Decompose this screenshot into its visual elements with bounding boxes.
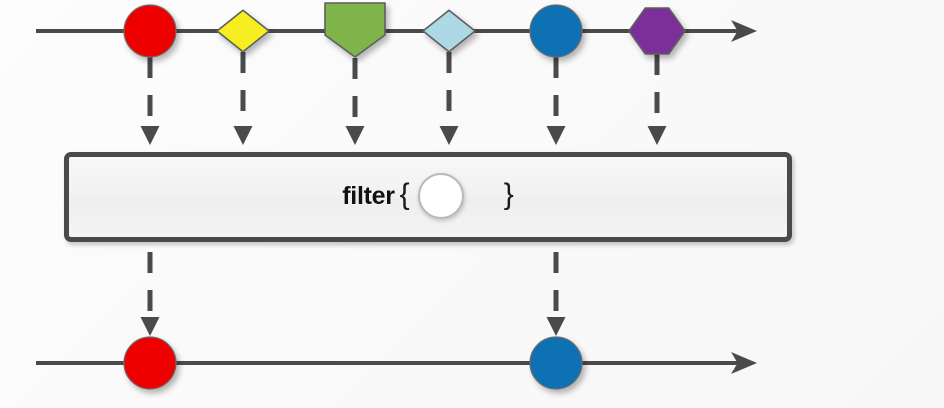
connector-to-filter-3-arrowhead-icon bbox=[345, 126, 365, 145]
connector-from-filter-1-arrowhead-icon bbox=[140, 317, 160, 336]
connector-to-filter-4-arrowhead-icon bbox=[439, 126, 459, 145]
connector-from-filter-2-arrowhead-icon bbox=[546, 317, 566, 336]
source-m3-pentagon-marble[interactable] bbox=[324, 2, 386, 58]
source-m6-hexagon-marble[interactable] bbox=[628, 7, 686, 55]
connector-to-filter-2-arrowhead-icon bbox=[233, 126, 253, 145]
source-m4-diamond-marble[interactable] bbox=[422, 9, 476, 53]
close-brace-label: } bbox=[503, 178, 514, 211]
output-connector-group bbox=[140, 252, 566, 336]
predicate-circle-slot-icon bbox=[417, 173, 464, 219]
connector-to-filter-1-arrowhead-icon bbox=[140, 126, 160, 145]
source-marble-group bbox=[123, 2, 686, 58]
result-r2-circle-marble[interactable] bbox=[529, 336, 583, 390]
connector-to-filter-5-arrowhead-icon bbox=[546, 126, 566, 145]
source-m5-circle-marble[interactable] bbox=[529, 4, 583, 58]
operator-expression: filter { } bbox=[342, 173, 514, 219]
open-brace-label: { bbox=[399, 178, 410, 211]
result-marble-group bbox=[123, 336, 583, 390]
connector-to-filter-6-arrowhead-icon bbox=[647, 126, 667, 145]
operator-name-label: filter bbox=[342, 181, 395, 210]
source-timeline-arrowhead-icon bbox=[730, 20, 757, 42]
source-m1-circle-marble[interactable] bbox=[123, 4, 177, 58]
result-timeline-arrowhead-icon bbox=[730, 352, 757, 374]
filter-operator-box[interactable]: filter { } bbox=[64, 152, 792, 242]
input-connector-group bbox=[140, 52, 667, 145]
result-r1-circle-marble[interactable] bbox=[123, 336, 177, 390]
source-m2-diamond-marble[interactable] bbox=[216, 9, 270, 53]
